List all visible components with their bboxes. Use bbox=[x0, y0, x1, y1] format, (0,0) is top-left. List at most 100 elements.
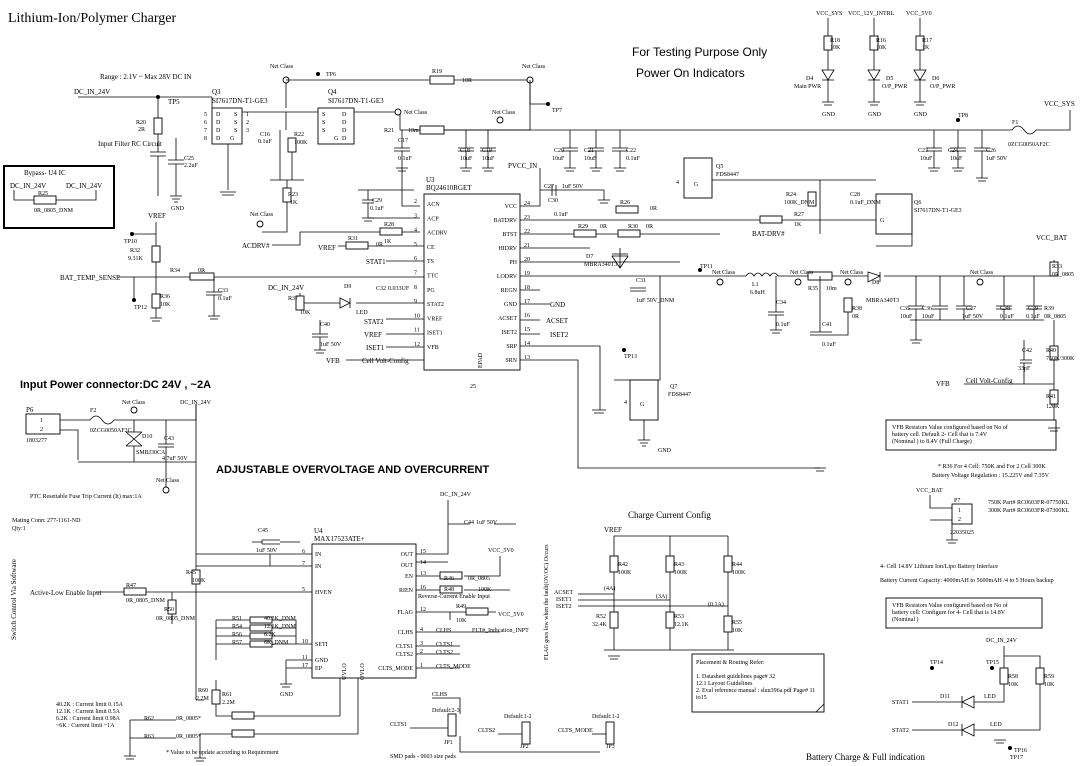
pvcc-net: PVCC_IN bbox=[508, 162, 537, 170]
placement-line-3: 12.1 Layout Guidelines bbox=[696, 681, 753, 687]
u4-left-d-pin-name-0: GND bbox=[315, 658, 329, 664]
c44-value: 1uF 50V bbox=[476, 520, 498, 526]
batdrv-net: BAT-DRV# bbox=[752, 230, 785, 238]
vfb-net-u3: VFB bbox=[326, 357, 340, 365]
c44-ref: C44 bbox=[464, 520, 474, 526]
u3-right-pin-num-4: 20 bbox=[524, 257, 530, 263]
r22-value: 100K bbox=[294, 140, 308, 146]
value-note: * Value to be update according to Requir… bbox=[166, 750, 279, 756]
u3-left-pin-name-10: VFB bbox=[427, 345, 439, 351]
part-note-l2: 300K Part# RC0603FR-07300KL bbox=[988, 508, 1070, 514]
r30-value: 0R bbox=[646, 224, 653, 230]
r26-value: 0R bbox=[650, 206, 657, 212]
bypass-label: Bypass- U4 IC bbox=[24, 169, 66, 177]
u3-left-pin-name-4: TS bbox=[427, 259, 434, 265]
charge-4a: (4A) bbox=[604, 585, 615, 592]
input-connector: P6 12 1803277 F2 0ZCG0050AF2C DC_IN_24V … bbox=[12, 400, 212, 532]
tp14-label: TP14 bbox=[930, 660, 943, 666]
clhs-u4: CLHS bbox=[436, 628, 451, 634]
r42-value: 100K bbox=[618, 570, 632, 576]
u3-right-pin-name-9: ISET2 bbox=[501, 330, 517, 336]
net-class-3: Net Class bbox=[250, 212, 274, 218]
vcc-5v0-flag: VCC_5V0 bbox=[498, 612, 524, 618]
u3-right-pin-num-0: 24 bbox=[524, 201, 530, 207]
charge-current-config: VREF R42 100K R43 100K R44 100K ACSET IS… bbox=[554, 526, 746, 660]
svg-text:C20: C20 bbox=[554, 148, 564, 154]
r52-value: 32.4K bbox=[592, 622, 608, 628]
l1-value: 6.8uH bbox=[750, 290, 766, 296]
vref-net-2: VREF bbox=[148, 212, 166, 220]
u3-left-pin-num-6: 8 bbox=[414, 285, 417, 291]
u3-right-pin-name-7: GND bbox=[504, 302, 518, 308]
d9-ref: D9 bbox=[344, 284, 351, 290]
svg-text:GND: GND bbox=[171, 206, 185, 212]
u4-ref: U4 bbox=[314, 527, 323, 535]
r63-ref: R63 bbox=[144, 734, 154, 740]
d4-value: Main PWR bbox=[794, 84, 821, 90]
r47-ref: R47 bbox=[126, 583, 136, 589]
r26-ref: R26 bbox=[620, 200, 630, 206]
r23-ref: R23 bbox=[288, 192, 298, 198]
r38-value: 0R bbox=[852, 314, 859, 320]
u4-right-a-pin-num-1: 14 bbox=[420, 560, 426, 566]
net-class-2: Net Class bbox=[522, 64, 546, 70]
r49-value: 10K bbox=[456, 618, 467, 624]
vref-net-1: VREF bbox=[318, 244, 336, 252]
net-class-11: Net Class bbox=[156, 478, 180, 484]
u4-right-a-pin-name-1: OUT bbox=[401, 563, 414, 569]
input-power-title: Input Power connector:DC 24V , ~2A bbox=[20, 379, 211, 391]
u3-left-pin-num-10: 12 bbox=[414, 342, 420, 348]
dc-in-net-4: DC_IN_24V bbox=[440, 492, 472, 498]
u3-right-pin-name-4: PH bbox=[509, 260, 517, 266]
svg-text:1: 1 bbox=[40, 418, 43, 424]
c41-ref: C41 bbox=[822, 322, 832, 328]
u3-left-pin-name-0: ACN bbox=[427, 202, 440, 208]
u3-left-pin-name-1: ACP bbox=[427, 216, 439, 222]
svg-text:GND: GND bbox=[822, 112, 836, 118]
u3-ref: U3 bbox=[426, 176, 435, 184]
svg-text:D: D bbox=[342, 128, 347, 134]
r40-value: 750K/300K bbox=[1046, 356, 1075, 362]
svg-text:0.1uF: 0.1uF bbox=[626, 156, 641, 162]
c25-ref: C25 bbox=[184, 156, 194, 162]
q5-part: FDS8447 bbox=[716, 172, 739, 178]
svg-text:10uF: 10uF bbox=[900, 314, 913, 320]
svg-text:D: D bbox=[216, 128, 221, 134]
r38-ref: R38 bbox=[852, 306, 862, 312]
battery-indication: DC_IN_24V TP14 TP15 R58 10K R59 10K STAT… bbox=[892, 638, 1055, 761]
svg-text:G: G bbox=[640, 402, 645, 408]
d12-value: LED bbox=[990, 722, 1002, 728]
r33-ref: R33 bbox=[1052, 264, 1062, 270]
c29-value: 0.1uF bbox=[370, 206, 385, 212]
ptc-note: PTC Resettable Fuse Trip Current (It) ma… bbox=[30, 493, 142, 500]
net-class-7: Net Class bbox=[790, 270, 814, 276]
placement-line-1: Placement & Routing Refer: bbox=[696, 659, 765, 666]
r18-ref: R18 bbox=[830, 38, 840, 44]
vfb-note2-l1: VFB Resistors Value configured based on … bbox=[892, 602, 1008, 609]
ind-vcc-sys: VCC_SYS bbox=[816, 11, 842, 17]
q7-ref: Q7 bbox=[670, 384, 677, 390]
r53-ref: R53 bbox=[674, 614, 684, 620]
r46-ref: R46 bbox=[444, 576, 454, 582]
r21-ref: R21 bbox=[384, 128, 394, 134]
r60-value: 2.2M bbox=[196, 696, 210, 702]
r48-ref: R48 bbox=[444, 587, 454, 593]
range-note: Range : 2.1V ~ Max 28V DC IN bbox=[100, 73, 191, 81]
l1-ref: L1 bbox=[752, 282, 759, 288]
u4-left-d-pin-name-1: EP bbox=[315, 666, 323, 672]
power-on-indicators: VCC_SYS VCC_12V_INTRL VCC_5V0 R18 10K R1… bbox=[794, 11, 955, 118]
net-class-6: Net Class bbox=[712, 270, 736, 276]
u3-left-pin-num-1: 3 bbox=[414, 213, 417, 219]
f1-ref: F1 bbox=[1012, 120, 1018, 126]
r55-ref: R55 bbox=[732, 620, 742, 626]
stat1-net: STAT1 bbox=[366, 258, 386, 266]
u4-right-f-pin-name-0: CLTS_MODE bbox=[378, 666, 413, 672]
r31-ref: R31 bbox=[348, 236, 358, 242]
tp6-label: TP5 bbox=[168, 98, 180, 106]
active-low-net: Active-Low Enable Input bbox=[30, 589, 102, 597]
vref-net-3: VREF bbox=[364, 331, 382, 339]
r17-ref: R17 bbox=[922, 38, 932, 44]
q4-part: SI7617DN-T1-GE3 bbox=[328, 97, 384, 105]
u4-right-d-pin-name-0: CLHS bbox=[398, 630, 413, 636]
